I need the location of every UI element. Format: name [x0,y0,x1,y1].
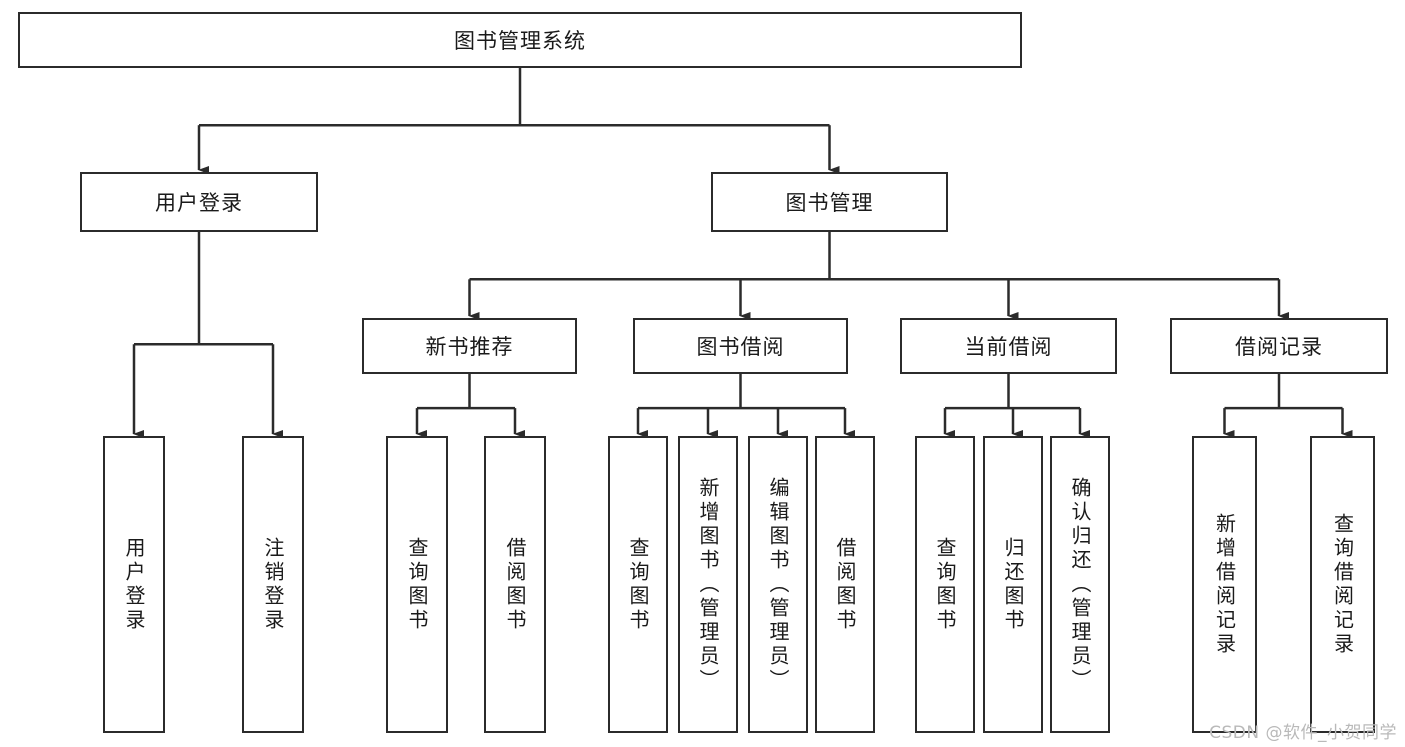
node-label: 确认归还（管理员） [1068,476,1092,693]
node-label: 用户登录 [155,191,243,215]
node-current-borrowing[interactable]: 当前借阅 [900,318,1117,374]
node-user-login[interactable]: 用户登录 [80,172,318,232]
node-label: 新书推荐 [425,335,514,359]
edge-group [132,68,1353,438]
leaf-query-books-borrow[interactable]: 查询图书 [608,436,668,733]
node-borrow-records[interactable]: 借阅记录 [1170,318,1388,374]
leaf-query-books-rec[interactable]: 查询图书 [386,436,448,733]
node-label: 当前借阅 [964,335,1053,359]
leaf-borrow-books[interactable]: 借阅图书 [815,436,875,733]
leaf-user-login[interactable]: 用户登录 [103,436,165,733]
node-label: 借阅图书 [833,536,857,633]
node-label: 图书管理 [785,191,874,215]
node-label: 查询图书 [626,536,650,633]
node-label: 归还图书 [1001,536,1025,633]
leaf-borrow-books-rec[interactable]: 借阅图书 [484,436,546,733]
node-label: 用户登录 [122,536,146,633]
node-book-management[interactable]: 图书管理 [711,172,948,232]
node-label: 注销登录 [261,536,285,633]
node-label: 编辑图书（管理员） [766,476,790,693]
node-root[interactable]: 图书管理系统 [18,12,1022,68]
leaf-return-books[interactable]: 归还图书 [983,436,1043,733]
node-label: 查询图书 [933,536,957,633]
node-label: 图书管理系统 [454,29,586,53]
leaf-query-books-current[interactable]: 查询图书 [915,436,975,733]
leaf-add-book-admin[interactable]: 新增图书（管理员） [678,436,738,733]
node-label: 查询借阅记录 [1330,512,1355,657]
leaf-confirm-return-admin[interactable]: 确认归还（管理员） [1050,436,1110,733]
node-new-book-recommendation[interactable]: 新书推荐 [362,318,577,374]
node-label: 借阅记录 [1235,335,1323,359]
node-label: 新增图书（管理员） [696,476,720,693]
leaf-add-borrow-record[interactable]: 新增借阅记录 [1192,436,1257,733]
leaf-query-borrow-record[interactable]: 查询借阅记录 [1310,436,1375,733]
leaf-logout[interactable]: 注销登录 [242,436,304,733]
node-book-borrowing[interactable]: 图书借阅 [633,318,848,374]
node-label: 图书借阅 [696,335,785,359]
node-label: 新增借阅记录 [1212,512,1237,657]
leaf-edit-book-admin[interactable]: 编辑图书（管理员） [748,436,808,733]
node-label: 查询图书 [405,536,429,633]
node-label: 借阅图书 [503,536,527,633]
